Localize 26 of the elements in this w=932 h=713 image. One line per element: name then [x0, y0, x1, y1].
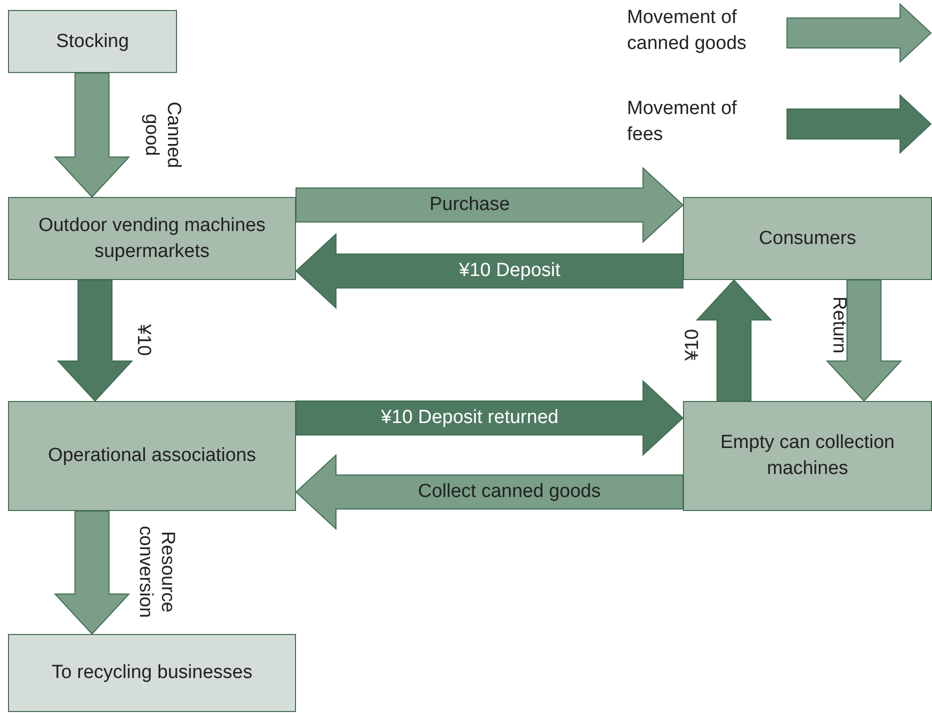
block-arrow — [295, 232, 684, 310]
block-arrow — [295, 454, 684, 530]
block-arrow — [54, 510, 130, 635]
process-box: Outdoor vending machines supermarkets — [8, 197, 296, 280]
process-box: Consumers — [683, 197, 932, 280]
process-box: Operational associations — [8, 401, 296, 511]
edge-label: Collect canned goods — [418, 481, 601, 503]
edge-label: Purchase — [430, 194, 510, 216]
legend-label: Movement of canned goods — [627, 6, 748, 56]
block-arrow — [296, 166, 684, 244]
edge-label: ¥10 — [132, 324, 154, 356]
edge-label: ¥10 — [682, 329, 704, 361]
edge-label: ¥10 Deposit returned — [381, 407, 558, 429]
edge-label: ¥10 Deposit — [459, 260, 560, 282]
process-box: To recycling businesses — [8, 634, 296, 712]
edge-label: Canned good — [140, 100, 184, 170]
process-box: Empty can collection machines — [683, 401, 932, 511]
block-arrow — [296, 380, 684, 456]
process-box: Stocking — [8, 10, 177, 73]
legend-label: Movement of fees — [627, 97, 738, 147]
block-arrow — [54, 72, 130, 198]
block-arrow — [696, 279, 772, 402]
block-arrow — [826, 280, 902, 402]
edge-label: Return — [827, 296, 849, 354]
block-arrow — [56, 280, 134, 402]
edge-label: Resource conversion — [134, 524, 178, 620]
